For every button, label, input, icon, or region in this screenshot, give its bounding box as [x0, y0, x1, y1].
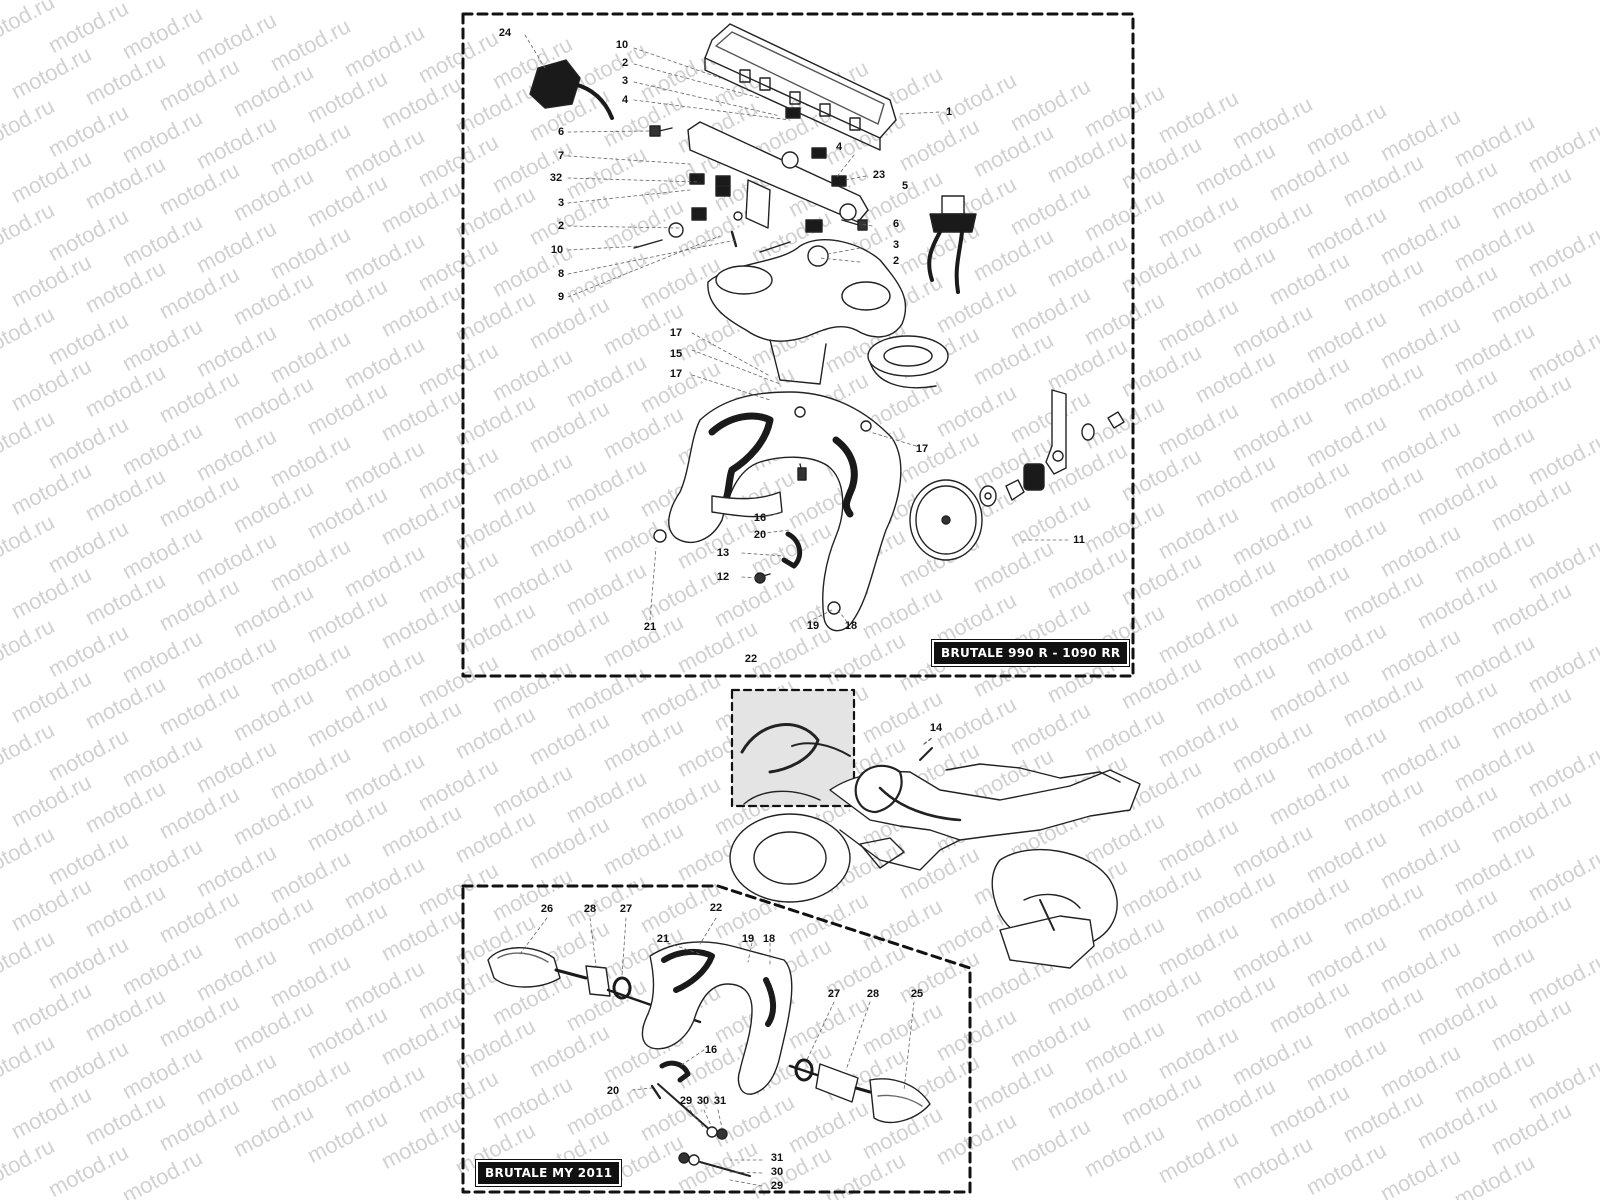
callout: 4	[835, 141, 843, 153]
callout: 27	[619, 903, 633, 915]
leader-lines-bottom	[519, 917, 915, 1187]
callout: 31	[713, 1095, 727, 1107]
callout: 10	[615, 39, 629, 51]
headlight-support	[653, 391, 902, 632]
callout: 17	[915, 443, 929, 455]
callout: 13	[716, 547, 730, 559]
grommets	[689, 107, 847, 233]
callout: 3	[892, 239, 900, 251]
cluster-bracket	[687, 121, 869, 229]
callout: 18	[844, 620, 858, 632]
callout: 18	[762, 933, 776, 945]
callout: 1	[945, 106, 953, 118]
callout: 21	[643, 621, 657, 633]
callout: 24	[498, 27, 512, 39]
callout: 8	[557, 268, 565, 280]
callout: 31	[770, 1152, 784, 1164]
callout: 5	[901, 180, 909, 192]
right-turn-indicator	[788, 1058, 931, 1124]
callout: 14	[929, 722, 943, 734]
hardware-bottom	[650, 1083, 751, 1177]
callout: 4	[621, 94, 629, 106]
callout: 22	[709, 902, 723, 914]
leader-lines-top	[524, 34, 1069, 623]
motorcycle-frame-overview	[729, 688, 1141, 969]
horn-assembly	[909, 389, 1125, 561]
callout: 9	[557, 291, 565, 303]
bottom-panel-border	[461, 884, 972, 1194]
callout: 2	[892, 255, 900, 267]
callout: 19	[806, 620, 820, 632]
callout: 26	[540, 903, 554, 915]
callout: 28	[583, 903, 597, 915]
callout: 20	[753, 529, 767, 541]
callout: 2	[621, 57, 629, 69]
callout: 17	[669, 368, 683, 380]
callout: 19	[741, 933, 755, 945]
callout: 11	[1073, 534, 1085, 546]
callout: 30	[696, 1095, 710, 1107]
callout: 17	[669, 327, 683, 339]
callout: 3	[621, 75, 629, 87]
indicator-lamp	[529, 59, 614, 120]
callout: 12	[716, 571, 730, 583]
callout: 28	[866, 988, 880, 1000]
callout: 7	[557, 150, 565, 162]
top-yoke	[707, 239, 949, 389]
top-panel-model-badge: BRUTALE 990 R - 1090 RR	[930, 639, 1131, 667]
callout: 16	[704, 1044, 718, 1056]
callout: 3	[557, 197, 565, 209]
callout: 23	[872, 169, 886, 181]
callout: 27	[827, 988, 841, 1000]
callout: 25	[910, 988, 924, 1000]
callout: 15	[669, 348, 683, 360]
top-panel-border	[461, 12, 1135, 678]
callout: 30	[770, 1166, 784, 1178]
callout: 29	[679, 1095, 693, 1107]
bottom-panel-model-badge: BRUTALE MY 2011	[474, 1159, 623, 1187]
callout: 10	[550, 244, 564, 256]
callout: 2	[557, 220, 565, 232]
ignition-connector	[927, 195, 977, 294]
callout: 29	[770, 1180, 784, 1192]
indicator-bracket	[641, 941, 793, 1095]
callout: 6	[557, 126, 565, 138]
callout: 22	[744, 653, 758, 665]
callout: 32	[549, 172, 563, 184]
callout: 20	[606, 1085, 620, 1097]
screws	[633, 125, 868, 253]
instrument-cluster	[704, 23, 897, 151]
callout: 16	[753, 512, 767, 524]
callout: 21	[656, 933, 670, 945]
callout: 6	[892, 218, 900, 230]
